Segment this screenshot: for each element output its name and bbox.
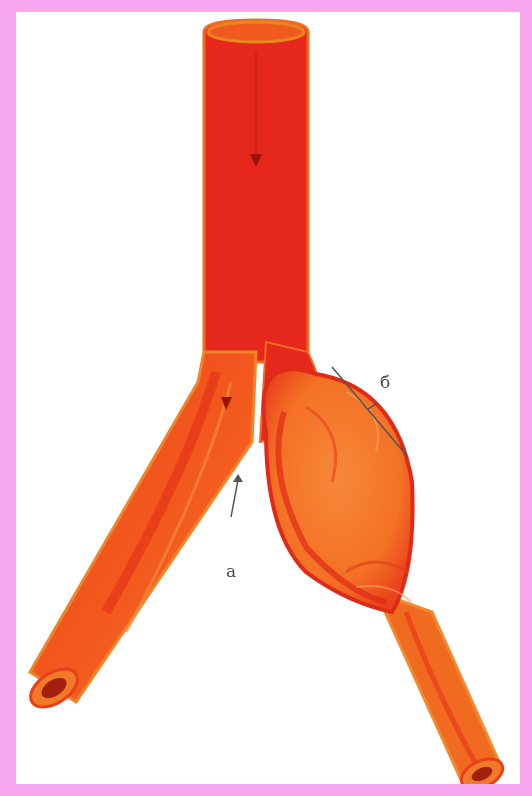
diagram-frame: а б bbox=[16, 12, 520, 784]
label-a-pointer: а bbox=[226, 474, 243, 582]
right-branch-artery bbox=[260, 342, 507, 784]
artery-bifurcation-diagram: а б bbox=[16, 12, 520, 784]
left-branch-artery bbox=[24, 352, 256, 715]
arrow-up-icon bbox=[233, 474, 243, 482]
main-artery-trunk bbox=[204, 20, 308, 362]
label-b: б bbox=[380, 373, 390, 393]
label-a: а bbox=[226, 562, 236, 582]
